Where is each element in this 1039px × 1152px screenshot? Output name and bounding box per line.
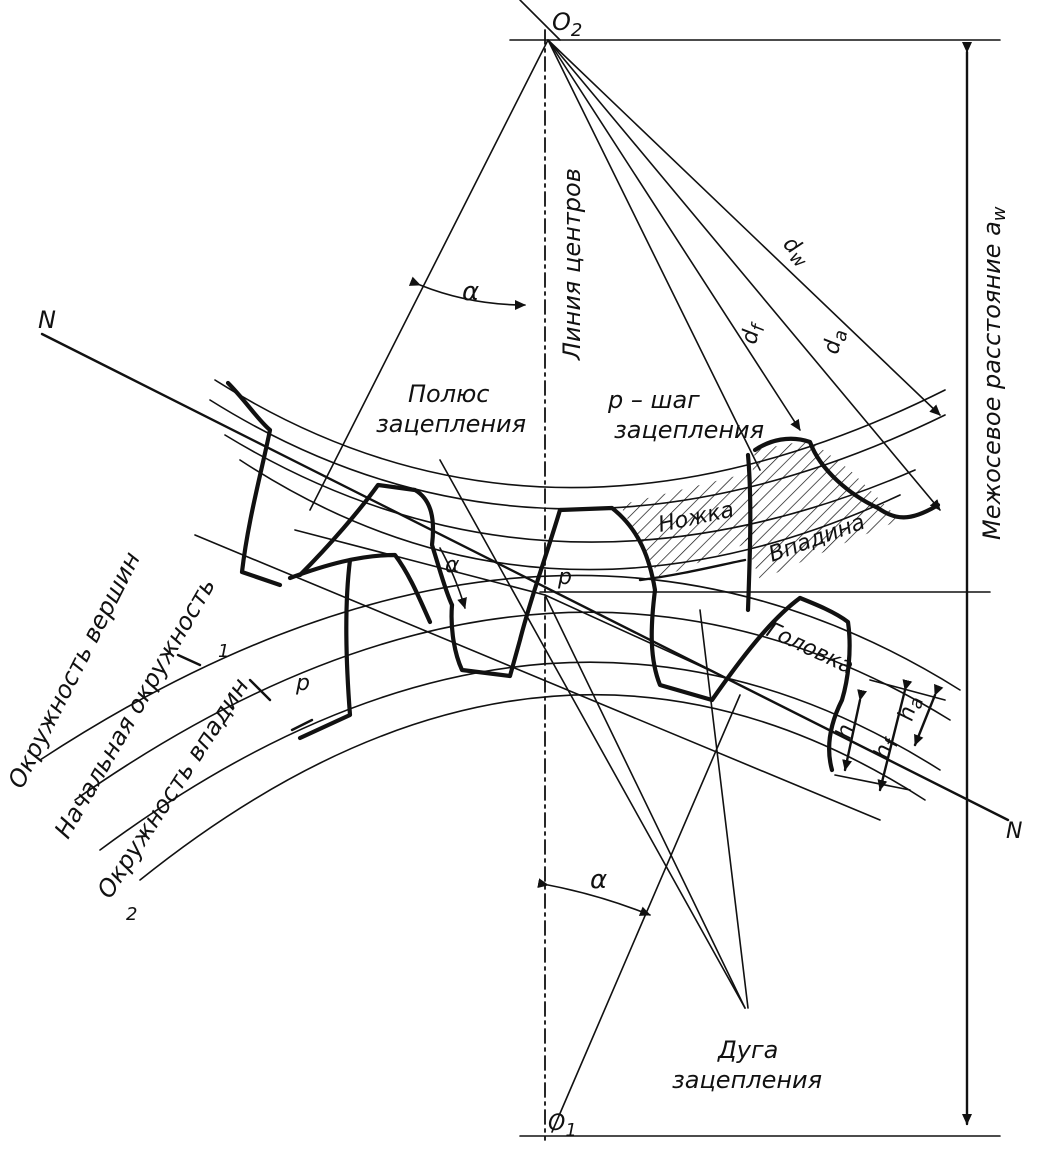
leader-lines [176, 653, 314, 732]
label-pitch-2: зацепления [614, 416, 764, 444]
label-o2: O2 [552, 8, 582, 41]
radial-lines-o1 [194, 459, 881, 1133]
label-ha: ha [894, 693, 928, 725]
label-hf: hf [870, 733, 904, 763]
label-df: df [737, 319, 770, 347]
label-n-bottom: N [1006, 819, 1022, 844]
alpha-arc-bottom [537, 878, 651, 916]
label-pitch-arc: p [295, 671, 310, 696]
label-center-distance: Межосевое расстояние aw [978, 206, 1010, 540]
label-alpha-bottom: α [590, 865, 607, 895]
alpha-arc-mid [439, 547, 467, 609]
space-hatch [745, 440, 900, 580]
label-pole-2: зацепления [376, 410, 526, 438]
label-pole-point: p [557, 565, 572, 590]
label-alpha-top: α [462, 277, 479, 307]
alpha-arc-top [408, 276, 526, 310]
label-o1: O1 [548, 1111, 577, 1141]
label-pitch-1: p – шаг [607, 386, 700, 414]
label-pole-1: Полюс [408, 380, 489, 408]
label-center-line: Линия центров [558, 168, 586, 361]
label-num-2: 2 [126, 904, 137, 925]
radial-lines-o2 [309, 0, 941, 511]
center-distance-dimension [509, 39, 1001, 1137]
label-tip-circle: Окружность вершин [2, 547, 146, 792]
label-dw: dw [775, 232, 816, 273]
upper-gear-teeth [225, 380, 941, 703]
label-addendum: Головка [762, 618, 857, 680]
label-n-top: N [38, 306, 56, 334]
label-arc-2: зацепления [672, 1066, 822, 1094]
label-alpha-mid: α [445, 553, 460, 578]
label-num-1: 1 [218, 641, 229, 662]
label-root-circle: Окружность впадин [92, 673, 255, 903]
tooth-height-dimensions [834, 679, 946, 792]
label-h: h [832, 722, 860, 742]
label-pitch-circle: Начальная окружность [49, 573, 221, 843]
label-da: da [819, 327, 852, 357]
dedendum-hatch [620, 470, 760, 578]
lower-gear-teeth [287, 552, 852, 773]
label-arc-1: Дуга [717, 1036, 778, 1064]
